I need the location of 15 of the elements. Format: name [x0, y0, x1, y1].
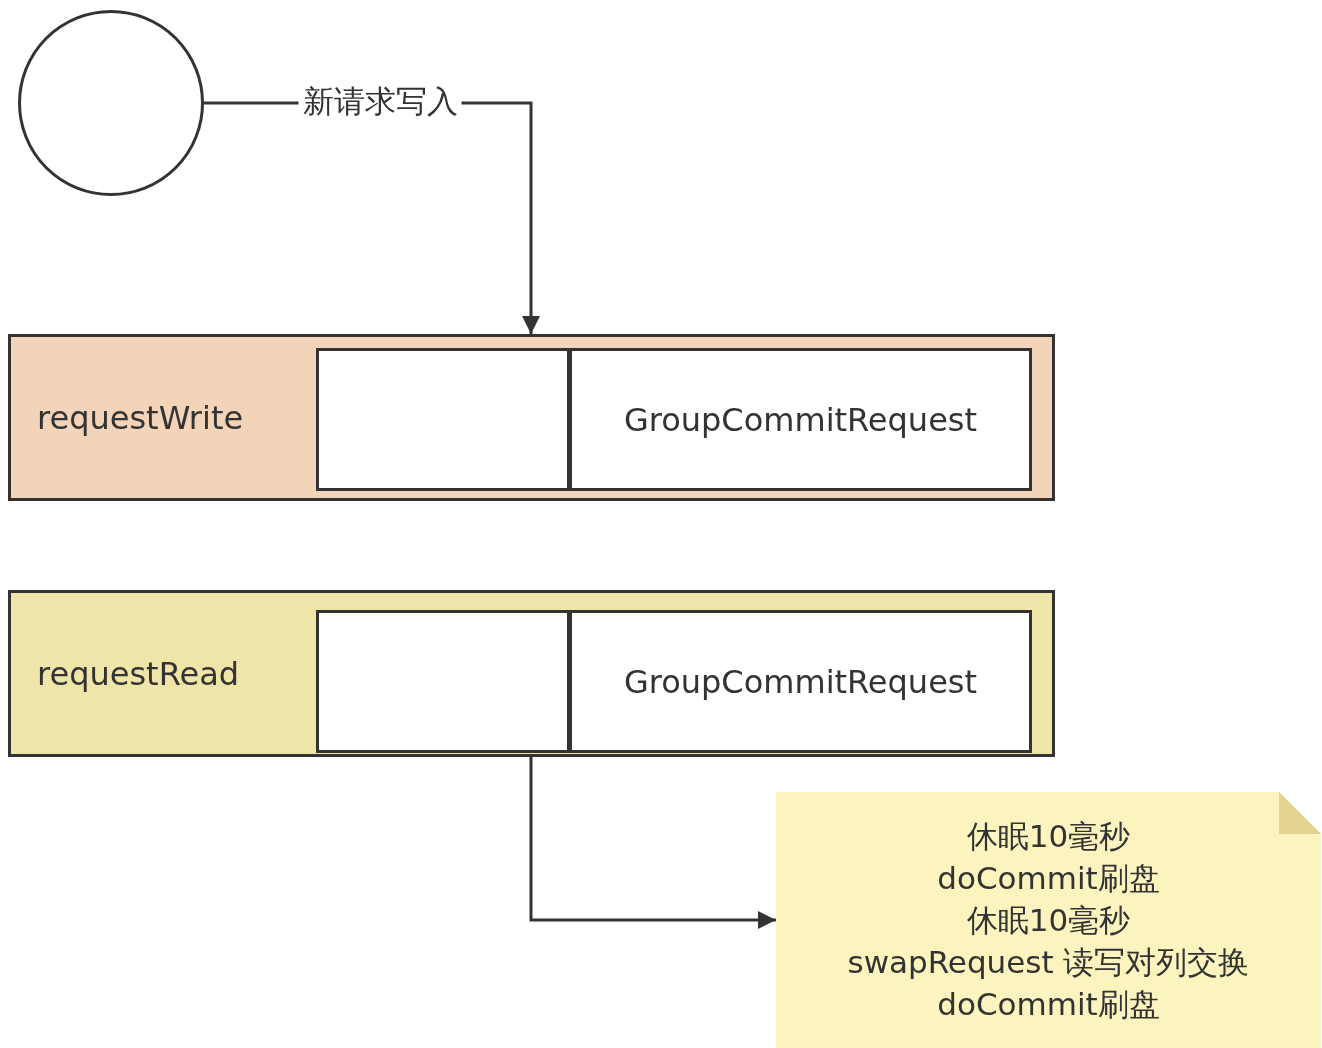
queue-band — [8, 334, 1055, 501]
note — [776, 792, 1321, 1048]
note-line: swapRequest 读写对列交换 — [847, 943, 1250, 982]
note-line: doCommit刷盘 — [937, 985, 1160, 1024]
note-line: doCommit刷盘 — [937, 859, 1160, 898]
cell-box — [569, 348, 1032, 491]
arrow — [529, 757, 776, 929]
cell-box — [569, 610, 1032, 753]
cell-text: GroupCommitRequest — [623, 400, 978, 439]
queue-label: requestRead — [37, 654, 240, 693]
note-line: 休眠10毫秒 — [966, 901, 1131, 940]
queue-band — [8, 590, 1055, 757]
note-line: 休眠10毫秒 — [966, 817, 1131, 856]
cell-text: GroupCommitRequest — [623, 662, 978, 701]
queue-label: requestWrite — [37, 398, 244, 437]
